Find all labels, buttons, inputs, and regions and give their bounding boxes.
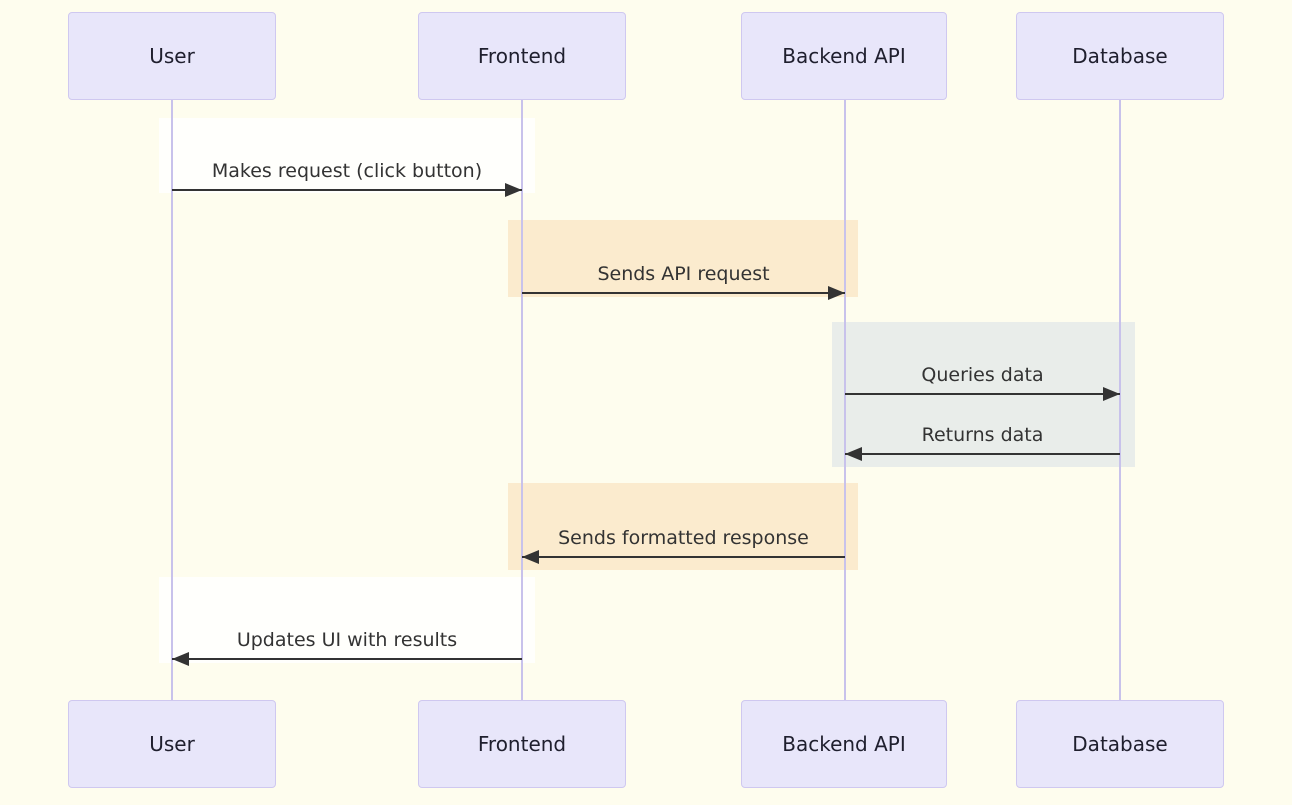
message-queries-data: Queries data — [845, 361, 1120, 401]
arrowhead-left-icon — [845, 447, 862, 461]
lifeline-database — [1119, 100, 1121, 701]
actor-label: Database — [1072, 732, 1168, 756]
message-updates-ui: Updates UI with results — [172, 626, 522, 666]
message-label: Returns data — [921, 424, 1044, 446]
actor-label: Backend API — [782, 732, 906, 756]
lifeline-user — [171, 100, 173, 701]
message-line — [845, 393, 1120, 395]
actor-label: User — [149, 732, 195, 756]
actor-user-top: User — [68, 12, 276, 100]
message-sends-api-request: Sends API request — [522, 260, 845, 300]
highlight-rect-sends-api-request — [508, 220, 858, 297]
actor-database-top: Database — [1016, 12, 1224, 100]
actor-frontend-bottom: Frontend — [418, 700, 626, 788]
highlight-rect-formatted-response — [508, 483, 858, 570]
message-line — [522, 556, 845, 558]
message-label: Sends API request — [597, 263, 770, 285]
message-label: Sends formatted response — [558, 527, 809, 549]
actor-label: User — [149, 44, 195, 68]
actor-label: Frontend — [477, 44, 567, 68]
lifeline-frontend — [521, 100, 523, 701]
message-makes-request: Makes request (click button) — [172, 157, 522, 197]
actor-backend-api-top: Backend API — [741, 12, 947, 100]
actor-backend-api-bottom: Backend API — [741, 700, 947, 788]
message-returns-data: Returns data — [845, 421, 1120, 461]
actor-frontend-top: Frontend — [418, 12, 626, 100]
actor-label: Frontend — [477, 732, 567, 756]
arrowhead-left-icon — [522, 550, 539, 564]
message-line — [845, 453, 1120, 455]
message-label: Makes request (click button) — [211, 160, 483, 182]
message-label: Updates UI with results — [236, 629, 458, 651]
arrowhead-right-icon — [1103, 387, 1120, 401]
actor-database-bottom: Database — [1016, 700, 1224, 788]
lifeline-backend-api — [844, 100, 846, 701]
message-sends-formatted-response: Sends formatted response — [522, 524, 845, 564]
highlight-rect-updates-ui — [159, 577, 535, 663]
arrowhead-right-icon — [828, 286, 845, 300]
actor-user-bottom: User — [68, 700, 276, 788]
arrowhead-left-icon — [172, 652, 189, 666]
message-line — [172, 189, 522, 191]
highlight-rect-makes-request — [159, 118, 535, 193]
arrowhead-right-icon — [505, 183, 522, 197]
actor-label: Backend API — [782, 44, 906, 68]
message-label: Queries data — [921, 364, 1044, 386]
message-line — [172, 658, 522, 660]
message-line — [522, 292, 845, 294]
actor-label: Database — [1072, 44, 1168, 68]
